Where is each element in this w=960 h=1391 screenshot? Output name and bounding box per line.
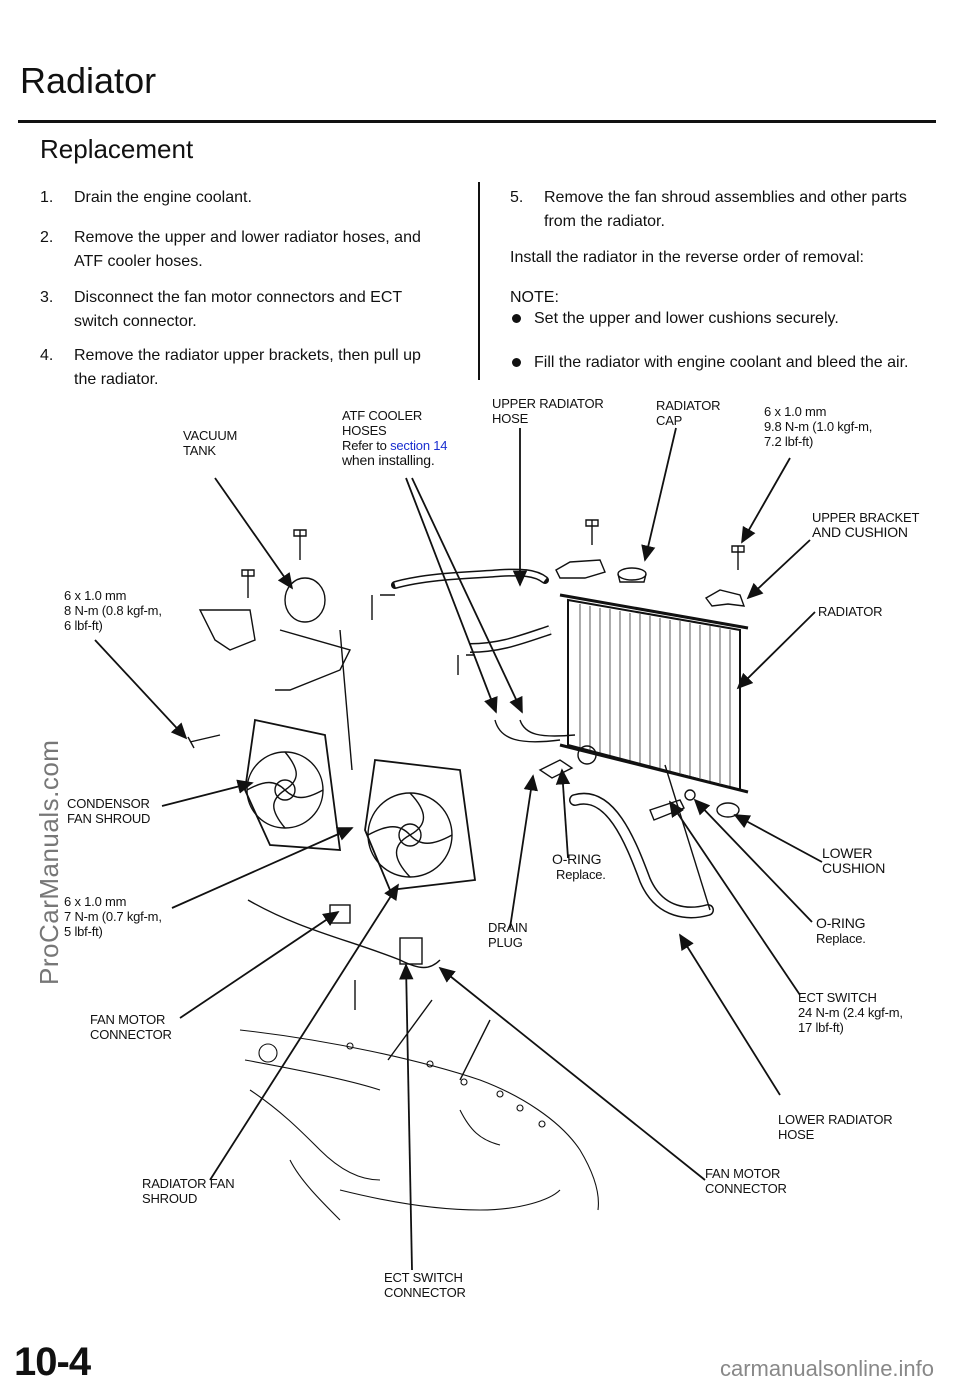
upper-brackets: [555, 519, 746, 607]
label-lower-cushion: LOWER CUSHION: [822, 845, 886, 876]
step-number: 2.: [40, 229, 54, 246]
step-number: 5.: [510, 189, 524, 206]
step-text-cont: ATF cooler hoses.: [74, 253, 203, 270]
step-text-cont: switch connector.: [74, 313, 197, 330]
step-text: Remove the upper and lower radiator hose…: [74, 229, 421, 246]
drain-plug: [577, 745, 597, 765]
label-ect-switch-connector: ECT SWITCH CONNECTOR: [384, 1270, 466, 1300]
step-text: Drain the engine coolant.: [74, 189, 252, 206]
section-14-link[interactable]: section 14: [390, 438, 448, 453]
label-vacuum-tank: VACUUM TANK: [183, 428, 238, 458]
step-number: 1.: [40, 189, 54, 206]
note-item: Fill the radiator with engine coolant an…: [510, 352, 960, 374]
radiator-fan-shroud: [364, 759, 477, 891]
step-text-cont: from the radiator.: [544, 213, 665, 230]
condenser-fan-shroud: [244, 718, 342, 851]
lower-cushion: [716, 802, 740, 818]
step-1: 1. Drain the engine coolant.: [40, 186, 460, 210]
label-shroud-bolt-torque: 6 x 1.0 mm 7 N-m (0.7 kgf-m, 5 lbf-ft): [64, 894, 162, 939]
label-lower-radiator-hose: LOWER RADIATOR HOSE: [778, 1112, 893, 1142]
step-number: 3.: [40, 289, 54, 306]
vacuum-tank: [198, 577, 352, 691]
label-ect-switch: ECT SWITCH 24 N-m (2.4 kgf-m, 17 lbf-ft): [798, 990, 903, 1035]
vehicle-frame: [239, 1029, 599, 1221]
label-radiator-fan-shroud: RADIATOR FAN SHROUD: [142, 1176, 235, 1206]
footer-site: carmanualsonline.info: [720, 1356, 935, 1381]
step-2: 2. Remove the upper and lower radiator ho…: [40, 226, 460, 274]
step-3: 3. Disconnect the fan motor connectors an…: [40, 286, 460, 334]
note-item: Set the upper and lower cushions securel…: [510, 308, 960, 330]
section-subtitle: Replacement: [40, 134, 194, 164]
label-radiator-cap: RADIATOR CAP: [656, 398, 721, 428]
label-oring-center: O-RING Replace.: [552, 851, 606, 883]
column-divider: [478, 182, 480, 380]
label-upper-radiator-hose: UPPER RADIATOR HOSE: [492, 396, 604, 426]
label-atf-cooler-hoses: ATF COOLER HOSES Refer to section 14 whe…: [342, 408, 448, 468]
step-text-cont: the radiator.: [74, 371, 159, 388]
page-title: Radiator: [20, 60, 157, 101]
step-4: 4. Remove the radiator upper brackets, th…: [40, 344, 460, 392]
page-number: 10-4: [14, 1340, 91, 1384]
wire-harness: [247, 899, 441, 969]
watermark: ProCarManuals.com: [34, 739, 64, 985]
label-fan-motor-connector-right: FAN MOTOR CONNECTOR: [705, 1166, 787, 1196]
label-left-bolt-torque: 6 x 1.0 mm 8 N-m (0.8 kgf-m, 6 lbf-ft): [64, 588, 162, 633]
label-radiator: RADIATOR: [818, 604, 883, 619]
label-oring-right: O-RING Replace.: [816, 915, 866, 947]
step-text: Remove the radiator upper brackets, then…: [74, 347, 421, 364]
install-instruction: Install the radiator in the reverse orde…: [510, 249, 864, 266]
label-fan-motor-connector-left: FAN MOTOR CONNECTOR: [90, 1012, 172, 1042]
step-text: Remove the fan shroud assemblies and oth…: [544, 189, 907, 206]
note-label: NOTE:: [510, 289, 559, 306]
label-upper-bolt-torque: 6 x 1.0 mm 9.8 N-m (1.0 kgf-m, 7.2 lbf-f…: [764, 404, 873, 449]
title-rule: [18, 120, 936, 123]
step-text: Disconnect the fan motor connectors and …: [74, 289, 403, 306]
label-upper-bracket: UPPER BRACKET AND CUSHION: [812, 510, 920, 540]
step-number: 4.: [40, 347, 54, 364]
radiator-cap: [617, 567, 647, 583]
step-5: 5. Remove the fan shroud assemblies and o…: [510, 186, 930, 234]
label-drain-plug: DRAIN PLUG: [488, 920, 528, 950]
label-condenser-fan-shroud: CONDENSOR FAN SHROUD: [67, 796, 151, 826]
radiator-core: [559, 593, 749, 794]
